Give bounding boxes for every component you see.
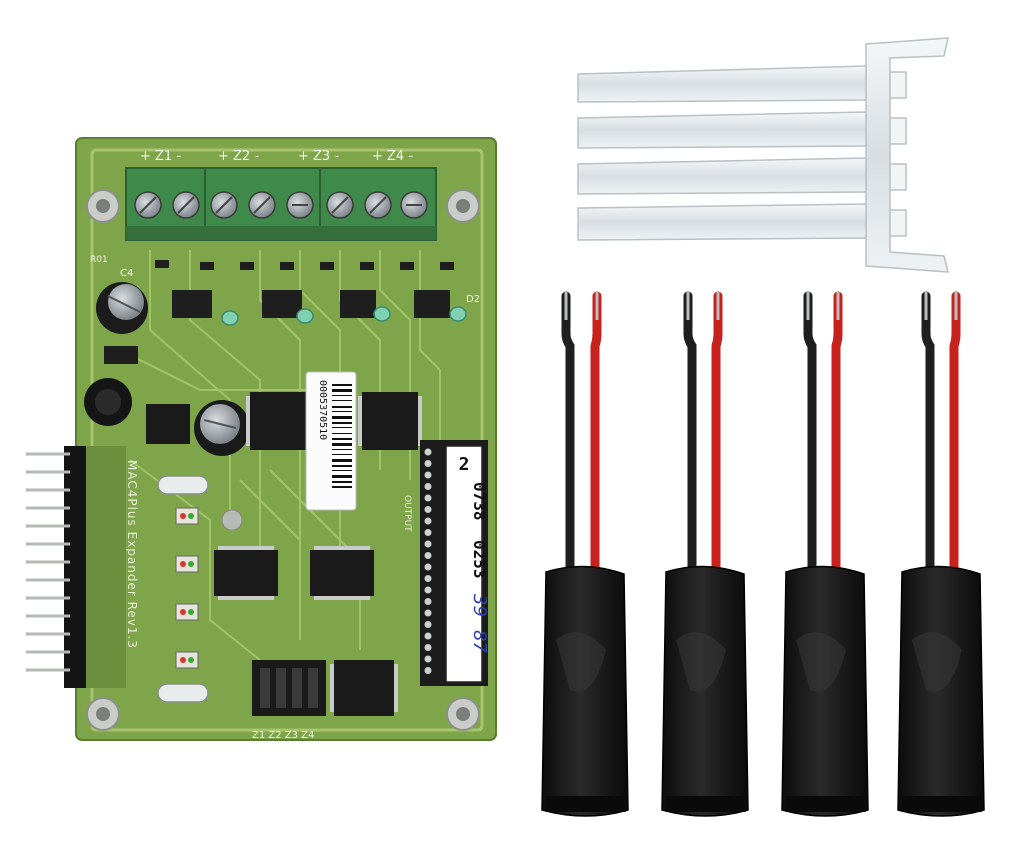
- barcode-number: 0005370510: [317, 380, 328, 440]
- red-wire: [949, 291, 961, 575]
- body-base: [786, 796, 866, 812]
- fiducial: [221, 509, 243, 531]
- body-highlight: [676, 632, 726, 692]
- black-wire: [921, 291, 935, 575]
- potted-body: [661, 565, 749, 817]
- potted-body: [781, 565, 869, 817]
- serial-label: 2 0738 0253 39 87: [445, 445, 490, 683]
- silk-bottom-zones: Z1 Z2 Z3 Z4: [252, 730, 314, 741]
- electrolytic-capacitor: [194, 400, 250, 456]
- plastic-clip: [577, 37, 949, 273]
- zone-connector: [252, 660, 326, 716]
- zone-labels: + Z1 - + Z2 - + Z3 - + Z4 -: [140, 149, 413, 164]
- serial-handwritten-2: 87: [469, 630, 490, 653]
- serial-handwritten-1: 39: [469, 594, 490, 617]
- silk-board-title: MAC4Plus Expander Rev1.3: [125, 460, 139, 649]
- electrolytic-capacitor-c4: [96, 282, 148, 334]
- zone-label-z4: + Z4 -: [372, 149, 413, 164]
- resistor-module-2: [661, 291, 749, 817]
- red-wire: [590, 291, 602, 575]
- body-base: [666, 796, 746, 812]
- red-wire: [831, 291, 843, 575]
- body-highlight: [556, 632, 606, 692]
- screw-terminal-block: [125, 167, 437, 241]
- potted-body: [897, 565, 985, 817]
- barcode-bars: [332, 384, 352, 488]
- resistor-module-4: [897, 291, 985, 817]
- integrated-circuits: [146, 392, 418, 716]
- green-diodes: [221, 306, 467, 326]
- silk-output: OUTPUT: [402, 495, 412, 532]
- power-inductor: [84, 378, 132, 426]
- black-wire: [803, 291, 817, 575]
- zone-label-z3: + Z3 -: [298, 149, 339, 164]
- ref-c4: C4: [120, 268, 133, 279]
- indicator-leds: [175, 507, 199, 669]
- black-wire: [683, 291, 697, 575]
- red-wire: [711, 291, 723, 575]
- barcode-sticker: 0005370510: [305, 371, 357, 511]
- edge-connector-pins: [424, 448, 432, 674]
- ref-r01: R01: [90, 255, 108, 265]
- pcb-slots: [157, 475, 209, 703]
- body-highlight: [796, 632, 846, 692]
- serial-digit: 2: [459, 454, 470, 475]
- body-base: [546, 796, 626, 812]
- transistor-row: [155, 260, 454, 318]
- body-base: [902, 796, 982, 812]
- pin-header: [64, 446, 126, 688]
- black-wire: [561, 291, 575, 575]
- potted-body: [541, 565, 629, 817]
- resistor-module-1: [541, 291, 629, 817]
- expander-board: + Z1 - + Z2 - + Z3 - + Z4 -: [26, 137, 497, 741]
- resistor-modules: [541, 291, 985, 817]
- serial-line-2: 0253: [470, 540, 489, 579]
- body-highlight: [912, 632, 962, 692]
- resistor-module-3: [781, 291, 869, 817]
- serial-line-1: 0738: [470, 482, 489, 521]
- header-pins: [26, 452, 70, 672]
- zone-label-z1: + Z1 -: [140, 149, 181, 164]
- zone-label-z2: + Z2 -: [218, 149, 259, 164]
- ref-d2: D2: [466, 294, 480, 305]
- diode: [104, 346, 138, 364]
